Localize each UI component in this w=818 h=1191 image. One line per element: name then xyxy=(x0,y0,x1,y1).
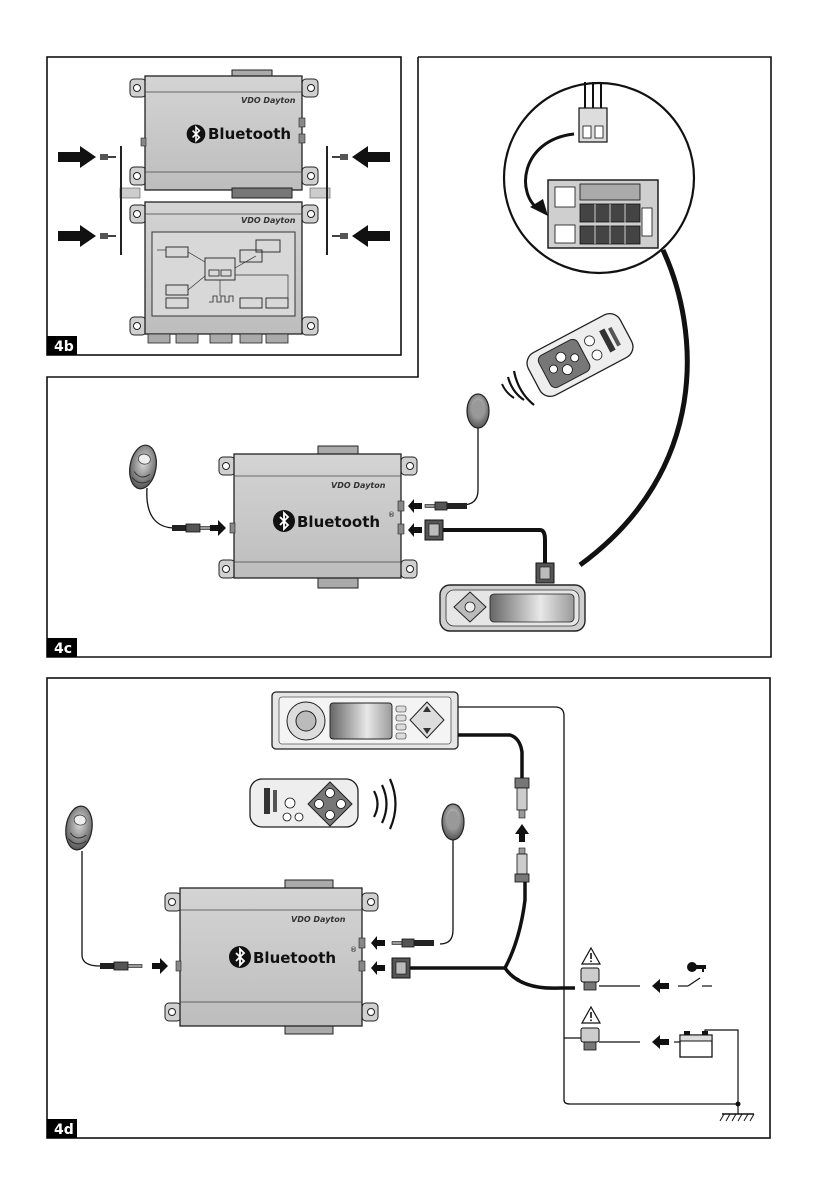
bluetooth-label-top: Bluetooth xyxy=(208,125,291,143)
registered-mark-4d: ® xyxy=(350,946,357,954)
ir-receiver xyxy=(450,394,489,505)
harness-connector-4d xyxy=(392,958,410,978)
remote-control-4d xyxy=(250,779,358,827)
panel-4c-label: 4c xyxy=(54,641,72,657)
module-coupler xyxy=(232,188,292,198)
panel-4b: VDO Dayton Bluetooth VDO Dayton xyxy=(47,57,401,355)
bluetooth-label-4d: Bluetooth xyxy=(253,949,336,967)
panel-4d-label: 4d xyxy=(54,1122,74,1138)
panel-4d: VDO Dayton Bluetooth ® xyxy=(47,678,770,1138)
bluetooth-module: VDO Dayton Bluetooth ® xyxy=(219,446,417,588)
bluetooth-rune-icon xyxy=(273,510,295,532)
iso-connector-detail xyxy=(504,82,694,273)
harness-cable-curve xyxy=(580,250,687,565)
mic-jack-plug xyxy=(172,524,214,532)
car-radio-display xyxy=(272,692,458,749)
panel-4b-label: 4b xyxy=(54,339,74,355)
push-arrow-icon xyxy=(408,523,422,537)
microphone xyxy=(126,443,159,491)
bluetooth-rune-icon xyxy=(187,125,206,144)
push-arrow-icon xyxy=(210,520,226,536)
brand-logo-top: VDO Dayton xyxy=(241,96,296,105)
ir-waves-icon xyxy=(502,371,534,405)
brand-logo-4d: VDO Dayton xyxy=(291,915,346,924)
brand-logo-lower: VDO Dayton xyxy=(241,216,296,225)
battery-icon xyxy=(680,1031,712,1057)
bluetooth-rune-icon xyxy=(229,946,251,968)
registered-mark: ® xyxy=(388,511,395,519)
module-circuit-view: VDO Dayton xyxy=(130,202,318,343)
harness-connector xyxy=(425,520,554,583)
brand-logo: VDO Dayton xyxy=(331,481,386,490)
bluetooth-module-4d: VDO Dayton Bluetooth ® xyxy=(165,880,378,1034)
module-top-view: VDO Dayton Bluetooth xyxy=(130,70,318,190)
remote-control xyxy=(523,309,637,400)
push-arrow-icon xyxy=(408,499,422,513)
car-radio xyxy=(440,585,585,631)
ir-jack-plug xyxy=(425,502,467,510)
bluetooth-label: Bluetooth xyxy=(297,513,380,531)
